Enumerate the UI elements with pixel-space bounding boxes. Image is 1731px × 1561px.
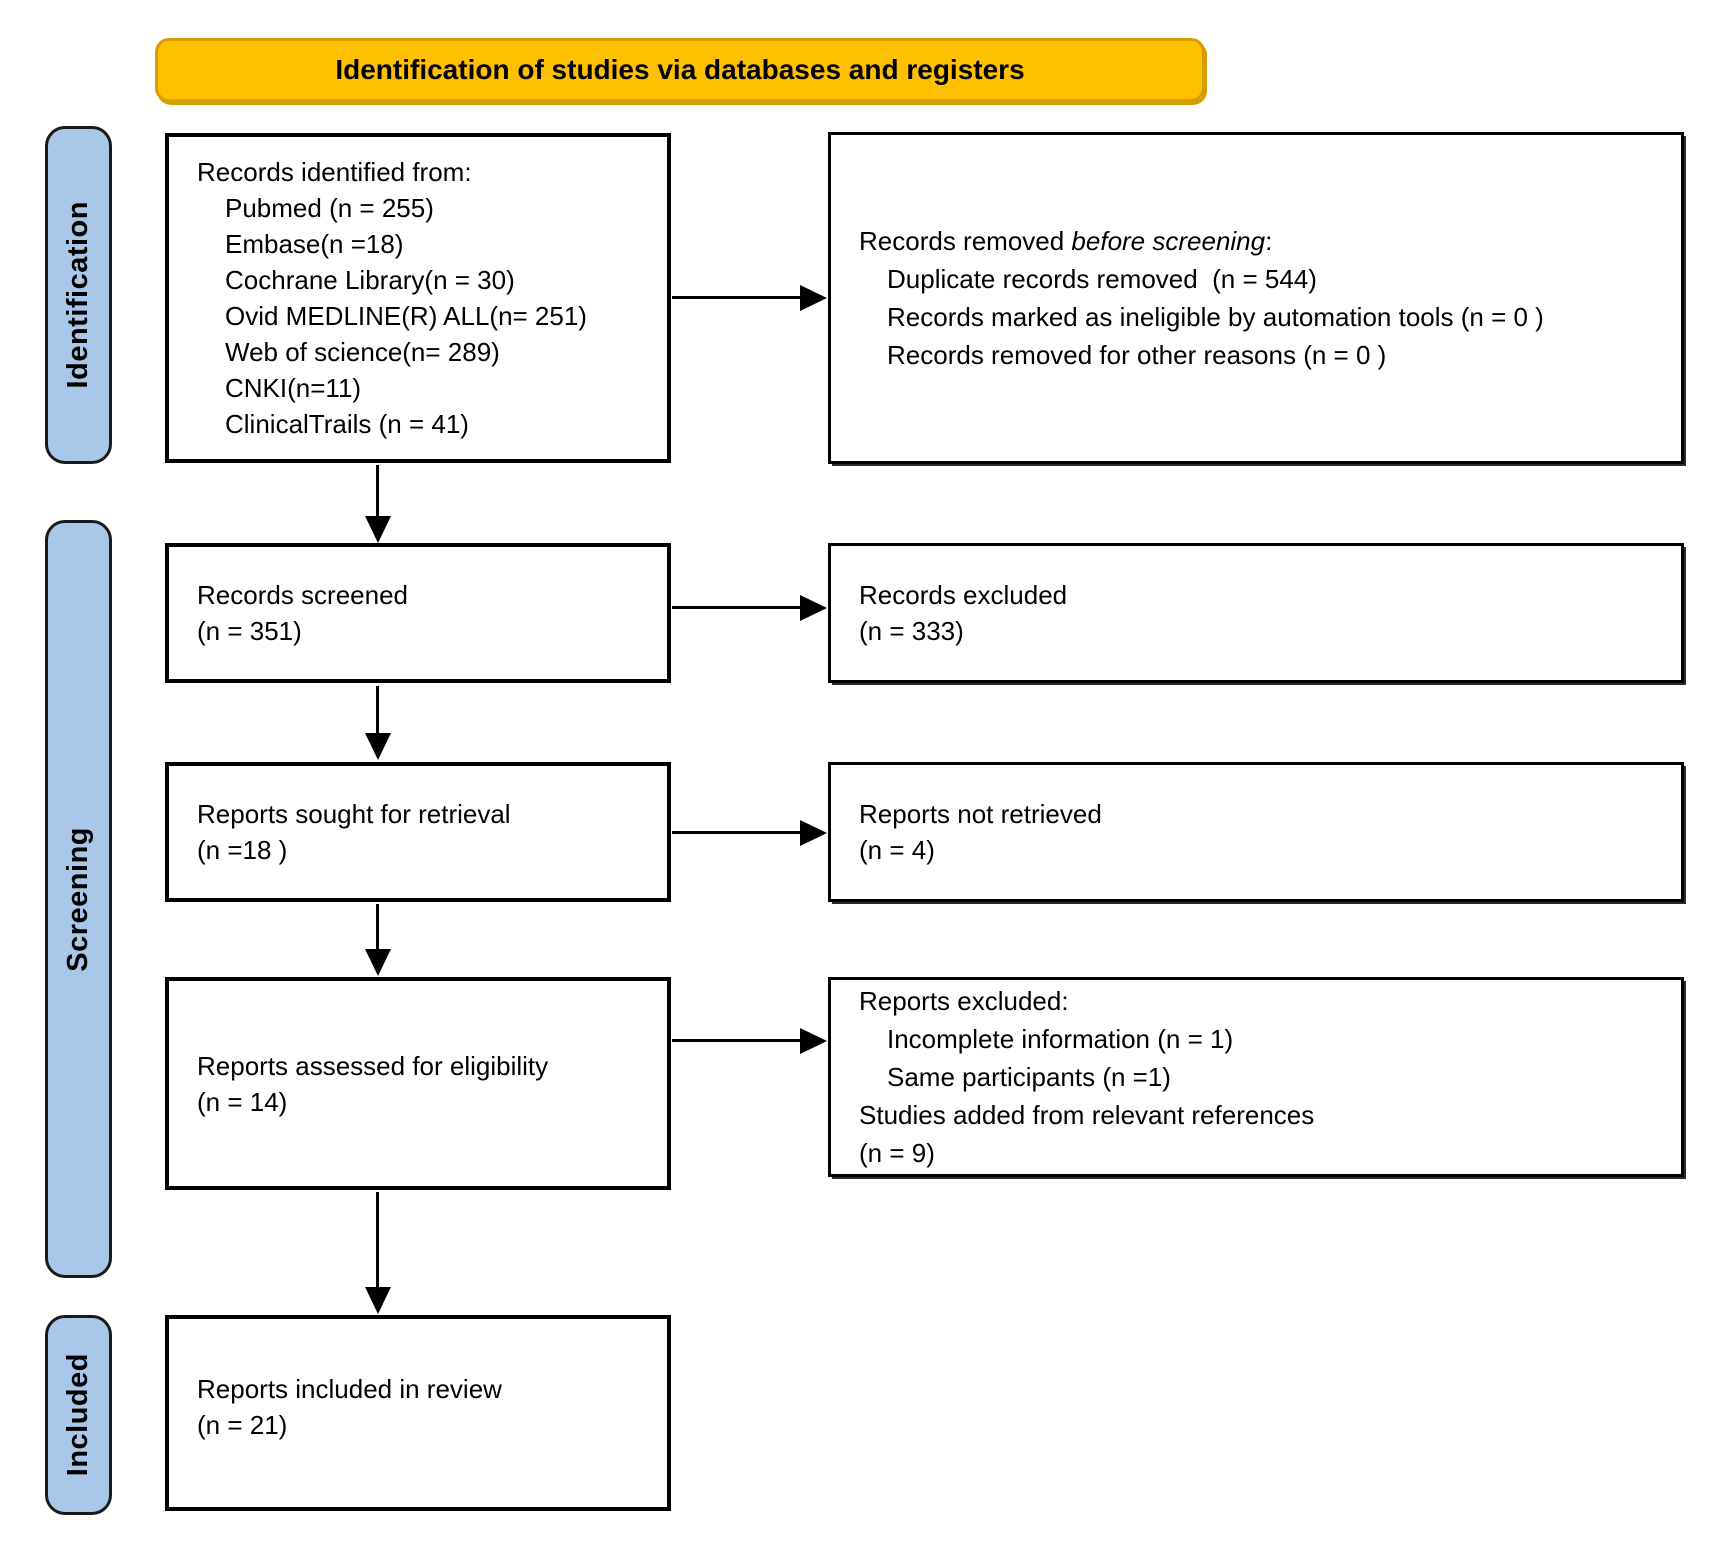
records-excluded-count: (n = 333) [859, 616, 964, 646]
arrow-down-sought-to-assessed-icon [376, 904, 379, 950]
source-web-of-science: Web of science(n= 289) [225, 337, 500, 367]
arrow-down-identified-to-screened-icon [376, 465, 379, 517]
reports-assessed-label: Reports assessed for eligibility [197, 1050, 549, 1081]
source-ovid-medline: Ovid MEDLINE(R) ALL(n= 251) [225, 301, 587, 331]
reports-included-count: (n = 21) [197, 1410, 288, 1440]
studies-added-from-references: Studies added from relevant references [859, 1100, 1315, 1130]
records-removed-italic: before screening [1071, 226, 1266, 256]
ineligible-by-automation: Records marked as ineligible by automati… [887, 302, 1544, 332]
arrow-down-screened-to-sought-icon [376, 686, 379, 734]
reports-not-retrieved-count: (n = 4) [859, 835, 935, 865]
source-pubmed: Pubmed (n = 255) [225, 193, 434, 223]
arrow-right-identified-to-removed-icon [672, 296, 801, 299]
records-removed-suffix: : [1265, 226, 1273, 256]
source-clinicaltrials: ClinicalTrails (n = 41) [225, 409, 469, 439]
stage-label-included: Included [62, 1353, 94, 1477]
arrow-right-screened-to-excluded-icon [672, 606, 801, 609]
records-screened-label: Records screened [197, 580, 408, 610]
excluded-same-participants: Same participants (n =1) [887, 1062, 1171, 1092]
records-excluded-label: Records excluded [859, 580, 1068, 610]
flow-box-records-identified: Records identified from: Pubmed (n = 255… [165, 133, 671, 463]
arrow-down-assessed-to-included-icon [376, 1192, 379, 1288]
stage-label-identification: Identification [62, 201, 94, 389]
flow-box-records-removed: Records removed before screening: Duplic… [828, 132, 1684, 464]
banner-title-text: Identification of studies via databases … [335, 54, 1025, 85]
reports-assessed-count: (n = 14) [197, 1086, 288, 1117]
removed-other-reasons: Records removed for other reasons (n = 0… [887, 340, 1387, 370]
reports-sought-count: (n =18 ) [197, 835, 288, 865]
stage-bar-screening: Screening [45, 520, 112, 1278]
records-identified-heading: Records identified from: [197, 157, 472, 187]
reports-not-retrieved-label: Reports not retrieved [859, 799, 1102, 829]
records-removed-prefix: Records removed [859, 226, 1072, 256]
flow-box-reports-assessed: Reports assessed for eligibility (n = 14… [165, 977, 671, 1190]
studies-added-count: (n = 9) [859, 1138, 935, 1168]
arrow-right-assessed-to-reports-excluded-icon [672, 1039, 801, 1042]
flow-box-reports-not-retrieved: Reports not retrieved (n = 4) [828, 762, 1684, 902]
duplicates-removed: Duplicate records removed (n = 544) [887, 264, 1317, 294]
stage-label-screening: Screening [62, 826, 94, 972]
flow-box-reports-included: Reports included in review (n = 21) [165, 1315, 671, 1511]
stage-bar-identification: Identification [45, 126, 112, 464]
flow-box-records-screened: Records screened (n = 351) [165, 543, 671, 683]
arrow-right-sought-to-not-retrieved-icon [672, 831, 801, 834]
flow-box-reports-sought: Reports sought for retrieval (n =18 ) [165, 762, 671, 902]
source-cnki: CNKI(n=11) [225, 373, 362, 403]
flow-box-records-excluded: Records excluded (n = 333) [828, 543, 1684, 683]
records-screened-count: (n = 351) [197, 616, 302, 646]
reports-sought-label: Reports sought for retrieval [197, 799, 511, 829]
source-embase: Embase(n =18) [225, 229, 404, 259]
excluded-incomplete-information: Incomplete information (n = 1) [887, 1024, 1234, 1054]
stage-bar-included: Included [45, 1315, 112, 1515]
flow-box-reports-excluded: Reports excluded: Incomplete information… [828, 977, 1684, 1177]
banner-title: Identification of studies via databases … [155, 38, 1205, 102]
reports-excluded-heading: Reports excluded: [859, 986, 1069, 1016]
records-removed-heading: Records removed before screening: [859, 222, 1667, 260]
source-cochrane: Cochrane Library(n = 30) [225, 265, 515, 295]
reports-included-label: Reports included in review [197, 1374, 502, 1404]
